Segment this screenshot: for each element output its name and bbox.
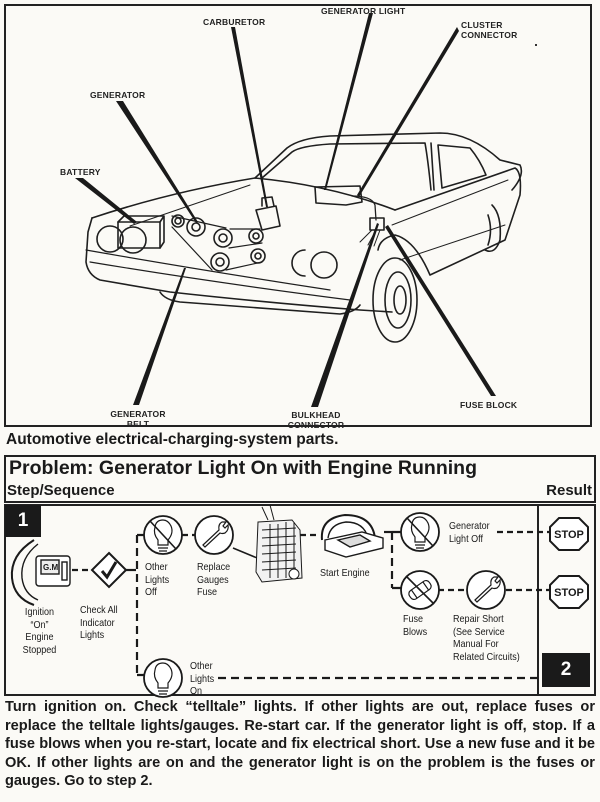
callout-generator-belt: GENERATOR BELT bbox=[110, 409, 166, 429]
generator-belt bbox=[171, 215, 263, 271]
rear-wheel bbox=[484, 204, 502, 253]
checkmark-diamond-icon bbox=[90, 551, 128, 589]
leader-cluster-connector bbox=[357, 27, 459, 197]
step-instructions: Turn ignition on. Check “telltale” light… bbox=[5, 699, 595, 790]
leader-battery bbox=[75, 178, 137, 224]
cluster-wire bbox=[351, 195, 377, 221]
headlight-left-1 bbox=[96, 225, 124, 253]
ignition-badge-text: G.M bbox=[43, 563, 58, 572]
wrench-icon-1 bbox=[194, 515, 234, 555]
leader-bulkhead-connector bbox=[311, 223, 379, 407]
callout-battery: BATTERY bbox=[60, 167, 101, 177]
front-wheel bbox=[372, 257, 418, 343]
label-ignition-on: Ignition “On” Engine Stopped bbox=[22, 606, 57, 656]
car-side-window bbox=[437, 144, 487, 189]
car-windshield bbox=[261, 142, 432, 191]
generator-pulley bbox=[186, 217, 206, 237]
carburetor bbox=[255, 196, 281, 231]
label-replace-gauges-fuse: Replace Gauges Fuse bbox=[197, 561, 231, 598]
callout-generator: GENERATOR bbox=[90, 90, 146, 100]
problem-title: Problem: Generator Light On with Engine … bbox=[9, 457, 477, 479]
problem-header-box bbox=[4, 455, 596, 503]
callout-cluster-connector: CLUSTER CONNECTOR bbox=[461, 20, 518, 40]
bulb-crossed-icon-1 bbox=[143, 515, 183, 555]
troubleshooting-flowchart bbox=[4, 504, 596, 696]
car-side bbox=[377, 167, 522, 276]
callout-bulkhead-connector: BULKHEAD CONNECTOR bbox=[287, 410, 345, 430]
callout-fuse-block: FUSE BLOCK bbox=[460, 400, 518, 410]
flowchart-graphics: G.M bbox=[10, 504, 589, 698]
leader-fuse-block bbox=[385, 225, 496, 396]
fuse-crossed-icon bbox=[400, 570, 440, 610]
parts-diagram-frame bbox=[4, 4, 592, 427]
headlight-left-2 bbox=[119, 226, 147, 254]
stop-label-1: STOP bbox=[554, 529, 584, 541]
step-1-badge: 1 bbox=[5, 505, 41, 537]
wrench-icon-2 bbox=[466, 570, 506, 610]
battery bbox=[117, 221, 161, 249]
ignition-switch-icon bbox=[10, 539, 71, 606]
diagram-caption: Automotive electrical-charging-system pa… bbox=[6, 431, 339, 448]
headlight-right-2 bbox=[310, 251, 338, 279]
car-bumper bbox=[159, 291, 361, 315]
instrument-cluster bbox=[314, 185, 363, 206]
callout-generator-light: GENERATOR LIGHT bbox=[321, 6, 406, 16]
callout-carburetor: CARBURETOR bbox=[203, 17, 266, 27]
bulb-icon bbox=[143, 658, 183, 698]
stop-sign-icon-1 bbox=[549, 517, 589, 551]
leader-carburetor bbox=[231, 27, 268, 207]
ignition-start-icon bbox=[320, 513, 384, 558]
leader-generator bbox=[116, 101, 198, 223]
label-generator-light-off: Generator Light Off bbox=[449, 520, 490, 545]
leader-generator-light bbox=[324, 13, 373, 190]
result-label: Result bbox=[546, 482, 592, 499]
label-repair-short: Repair Short (See Service Manual For Rel… bbox=[453, 613, 520, 663]
label-start-engine: Start Engine bbox=[320, 567, 370, 579]
stop-sign-icon-2 bbox=[549, 575, 589, 609]
label-check-all-lights: Check All Indicator Lights bbox=[80, 604, 118, 641]
car-roof bbox=[254, 132, 523, 191]
label-fuse-blows: Fuse Blows bbox=[403, 613, 428, 638]
step-sequence-label: Step/Sequence bbox=[7, 482, 115, 499]
car-front bbox=[85, 217, 393, 313]
car-illustration bbox=[75, 13, 537, 407]
result-column-divider bbox=[537, 504, 539, 696]
headlight-right-1 bbox=[291, 249, 306, 277]
label-other-lights-on: Other Lights On bbox=[190, 660, 215, 697]
fuse-panel-icon bbox=[255, 504, 303, 583]
label-other-lights-off: Other Lights Off bbox=[145, 561, 170, 598]
stop-label-2: STOP bbox=[554, 587, 584, 599]
next-step-2-badge[interactable]: 2 bbox=[542, 653, 590, 687]
leader-generator-belt bbox=[133, 268, 186, 405]
bulb-crossed-icon-2 bbox=[400, 512, 440, 552]
